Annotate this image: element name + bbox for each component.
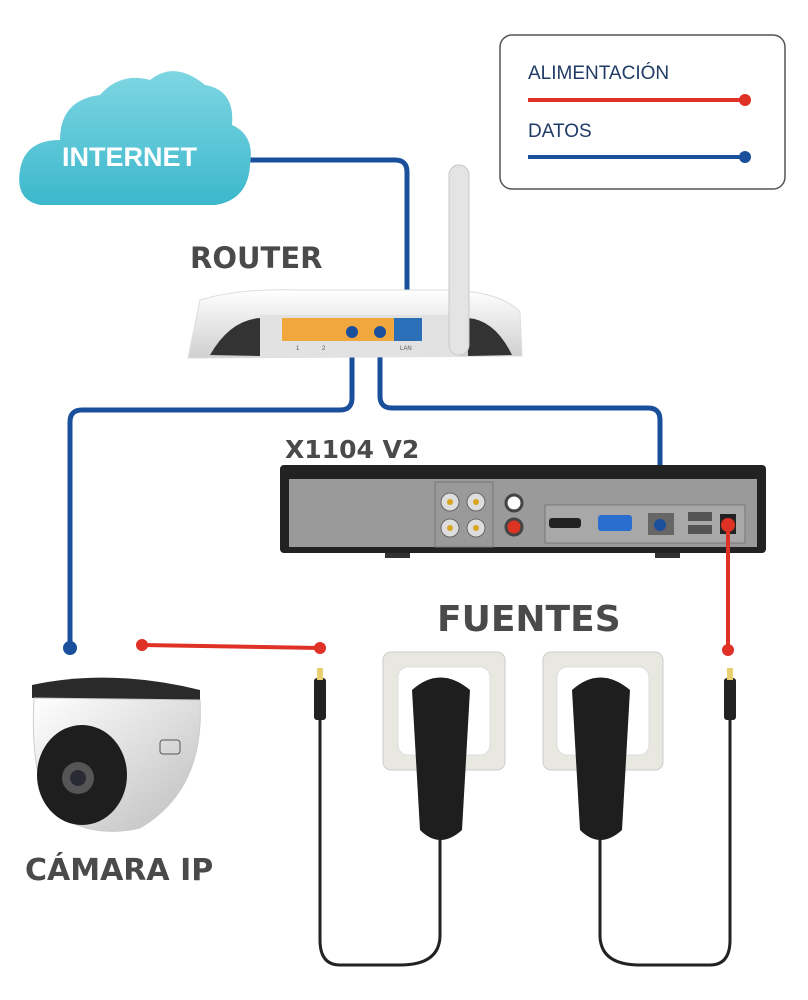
power-adapter [412,677,630,840]
router-port-label: 1 [296,346,300,352]
internet-router-cable [242,157,410,335]
camera-power-cable [141,643,321,650]
camera-label: CÁMARA IP [25,852,213,888]
dvr [280,465,766,558]
internet-cloud: INTERNET [19,71,251,205]
router-dvr-cable [377,329,663,523]
legend-power-label: ALIMENTACIÓN [528,62,669,84]
vga-port [598,515,632,531]
internet-label: INTERNET [62,142,198,172]
legend-power-dot [739,94,751,106]
router-wan-port [394,318,422,341]
router-port-label: 2 [322,346,326,352]
router-camera-cable [67,329,355,651]
legend-data-dot [739,151,751,163]
legend-data-label: DATOS [528,121,592,142]
power-supplies [314,651,736,967]
router: 1 2 LAN [187,164,523,359]
dvr-label: X1104 V2 [285,435,419,464]
legend: ALIMENTACIÓN DATOS [499,34,786,190]
legend-box [499,34,786,190]
data-cables [67,157,663,651]
router-lan-ports [282,318,394,341]
router-port-label: LAN [400,346,412,352]
power-supplies-label: FUENTES [437,599,621,640]
camera-data-connector [63,641,77,655]
power-cables [141,525,730,650]
router-label: ROUTER [190,241,322,275]
ip-camera [32,677,201,832]
hdmi-port [549,518,581,528]
